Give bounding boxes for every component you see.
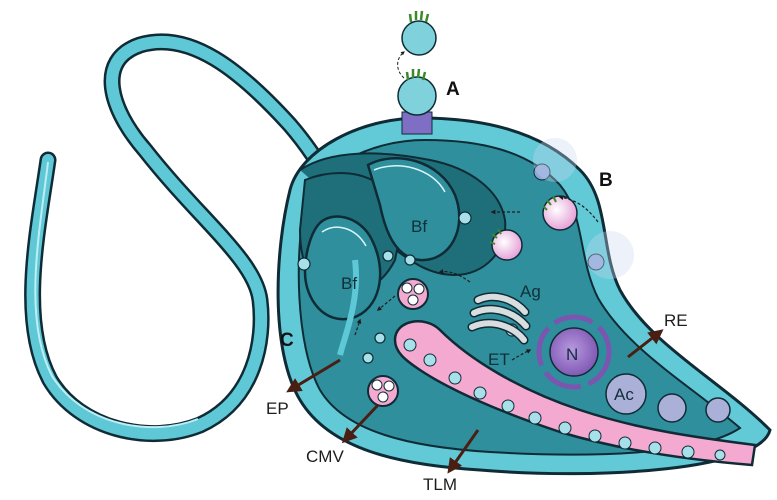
lysosome-vesicle <box>474 387 486 399</box>
label-bf-left: Bf <box>341 274 357 293</box>
lysosome-vesicle <box>682 446 694 458</box>
lysosome-vesicle <box>715 450 725 460</box>
label-tlm: TLM <box>423 475 457 494</box>
lysosome-vesicle <box>559 422 571 434</box>
lysosome-vesicle <box>619 437 631 449</box>
label-ac: Ac <box>614 385 634 404</box>
vesicle <box>383 251 393 261</box>
label-re: RE <box>664 311 688 330</box>
lysosome-vesicle <box>649 442 661 454</box>
label-ep: EP <box>266 399 289 418</box>
label-et: ET <box>488 350 510 369</box>
vesicle <box>375 333 385 343</box>
label-bf-top: Bf <box>411 217 427 236</box>
vesicle <box>459 212 471 224</box>
lysosome-vesicle <box>589 430 601 442</box>
label-n: N <box>566 345 578 364</box>
vesicle <box>405 255 415 265</box>
label-cmv: CMV <box>306 447 344 466</box>
coated-vesicle-top <box>543 196 577 230</box>
vesicle <box>363 353 373 363</box>
lysosome-vesicle <box>529 412 541 424</box>
lysosome-vesicle <box>449 372 461 384</box>
acidocalcisome <box>658 394 686 422</box>
lysosome-vesicle <box>424 354 436 366</box>
budding-structure <box>398 11 436 134</box>
multivesicular-body-bottom <box>368 376 398 406</box>
acidocalcisome <box>706 398 730 422</box>
vesicle <box>298 258 310 270</box>
label-c: C <box>280 330 294 351</box>
label-a: A <box>446 79 460 100</box>
multivesicular-body-top <box>398 279 428 309</box>
label-ag: Ag <box>520 282 541 301</box>
lysosome-vesicle <box>502 400 514 412</box>
label-b: B <box>599 170 613 191</box>
lysosome-vesicle <box>404 339 416 351</box>
